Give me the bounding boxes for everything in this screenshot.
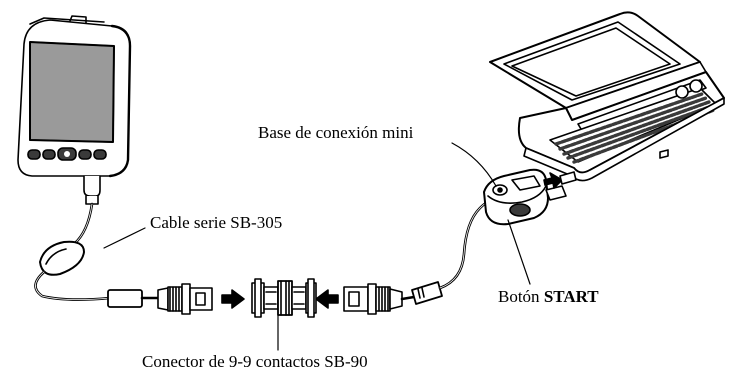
serial-cable-sb305 [34, 202, 213, 315]
gender-changer-sb90 [251, 278, 317, 318]
pocket-pc-device [17, 15, 132, 205]
base-label-leader [451, 142, 497, 187]
arrow-left-icon [315, 289, 339, 309]
cradle-serial-cable [343, 198, 496, 315]
cable-label: Cable serie SB-305 [150, 213, 283, 232]
start-button-icon [492, 184, 508, 196]
handheld-pc-device [489, 11, 725, 185]
start-button-label: Botón START [498, 288, 599, 305]
start-label-bold: START [543, 287, 599, 306]
insert-arrow-icon [543, 172, 563, 189]
conector-label: Conector de 9-9 contactos SB-90 [142, 352, 368, 371]
pocket-pc-buttons [27, 147, 107, 161]
mini-cradle [483, 168, 567, 226]
start-label-leader [507, 219, 531, 285]
cable-label-leader [103, 227, 146, 249]
arrow-right-icon [221, 289, 245, 309]
cradle-label: Base de conexión mini [258, 123, 414, 142]
start-label-prefix: Botón [498, 287, 544, 306]
